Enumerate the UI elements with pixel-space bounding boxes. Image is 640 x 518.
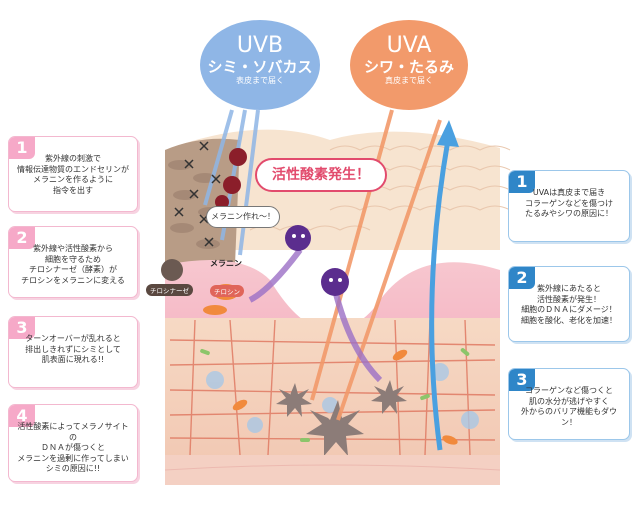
melanin-granule bbox=[161, 259, 183, 281]
uvb-note: 表皮まで届く bbox=[236, 76, 284, 85]
uvb-title: UVB bbox=[236, 33, 284, 58]
right-card-number: 2 bbox=[509, 267, 535, 289]
uva-subtitle: シワ・たるみ bbox=[363, 58, 454, 76]
right-card-text: UVAは真皮まで届き コラーゲンなどを傷つけ たるみやシワの原因に！ bbox=[525, 188, 613, 218]
right-card-2: 2 紫外線にあたると 活性酸素が発生！ 細胞のＤＮＡにダメージ！ 細胞を酸化、老… bbox=[508, 266, 630, 342]
melanin-label: メラニン bbox=[210, 259, 242, 268]
subcutaneous bbox=[165, 455, 500, 485]
left-card-text: 紫外線や活性酸素から 細胞を守るため チロシナーゼ（酵素）が チロシンをメラニン… bbox=[21, 244, 125, 285]
left-card-3: 3 ターンオーバーが乱れると 排出しきれずにシミとして 肌表面に現れる!! bbox=[8, 316, 138, 388]
tyrosine-tag: チロシン bbox=[210, 285, 244, 297]
left-card-text: 活性酸素によってメラノサイトの ＤＮＡが傷つくと メラニンを過剰に作ってしまい … bbox=[17, 422, 129, 473]
basal-layer bbox=[165, 260, 500, 330]
right-card-number: 1 bbox=[509, 171, 535, 193]
tyrosinase-tag: チロシナーゼ bbox=[146, 284, 193, 296]
uvb-bubble: UVB シミ・ソバカス 表皮まで届く bbox=[200, 20, 320, 110]
uvb-subtitle: シミ・ソバカス bbox=[207, 58, 313, 76]
right-card-1: 1 UVAは真皮まで届き コラーゲンなどを傷つけ たるみやシワの原因に！ bbox=[508, 170, 630, 242]
uva-note: 真皮まで届く bbox=[385, 76, 433, 85]
uva-bubble: UVA シワ・たるみ 真皮まで届く bbox=[350, 20, 468, 110]
left-card-text: ターンオーバーが乱れると 排出しきれずにシミとして 肌表面に現れる!! bbox=[25, 334, 121, 364]
melanin-speech-bubble: メラニン作れ〜！ bbox=[206, 206, 280, 228]
uva-title: UVA bbox=[386, 33, 432, 58]
damaged-cells bbox=[276, 380, 407, 456]
left-card-number: 4 bbox=[9, 405, 35, 427]
right-card-text: 紫外線にあたると 活性酸素が発生！ 細胞のＤＮＡにダメージ！ 細胞を酸化、老化を… bbox=[521, 284, 617, 325]
left-card-number: 3 bbox=[9, 317, 35, 339]
uva-rays bbox=[310, 109, 442, 421]
left-card-2: 2 紫外線や活性酸素から 細胞を守るため チロシナーゼ（酵素）が チロシンをメラ… bbox=[8, 226, 138, 298]
left-card-number: 1 bbox=[9, 137, 35, 159]
water-escape-arrow bbox=[429, 139, 451, 451]
left-card-1: 1 紫外線の刺激で 情報伝達物質のエンドセリンが メラニンを作るように 指令を出… bbox=[8, 136, 138, 212]
right-card-number: 3 bbox=[509, 369, 535, 391]
right-card-3: 3 コラーゲンなど傷つくと 肌の水分が逃げやすく 外からのバリア機能もダウン！ bbox=[508, 368, 630, 440]
left-card-4: 4 活性酸素によってメラノサイトの ＤＮＡが傷つくと メラニンを過剰に作ってしま… bbox=[8, 404, 138, 482]
right-card-text: コラーゲンなど傷つくと 肌の水分が逃げやすく 外からのバリア機能もダウン！ bbox=[521, 386, 617, 427]
active-oxygen-bubble: 活性酸素発生！ bbox=[255, 158, 387, 192]
left-card-text: 紫外線の刺激で 情報伝達物質のエンドセリンが メラニンを作るように 指令を出す bbox=[17, 154, 129, 195]
active-oxygen-radicals bbox=[215, 148, 349, 296]
left-card-number: 2 bbox=[9, 227, 35, 249]
